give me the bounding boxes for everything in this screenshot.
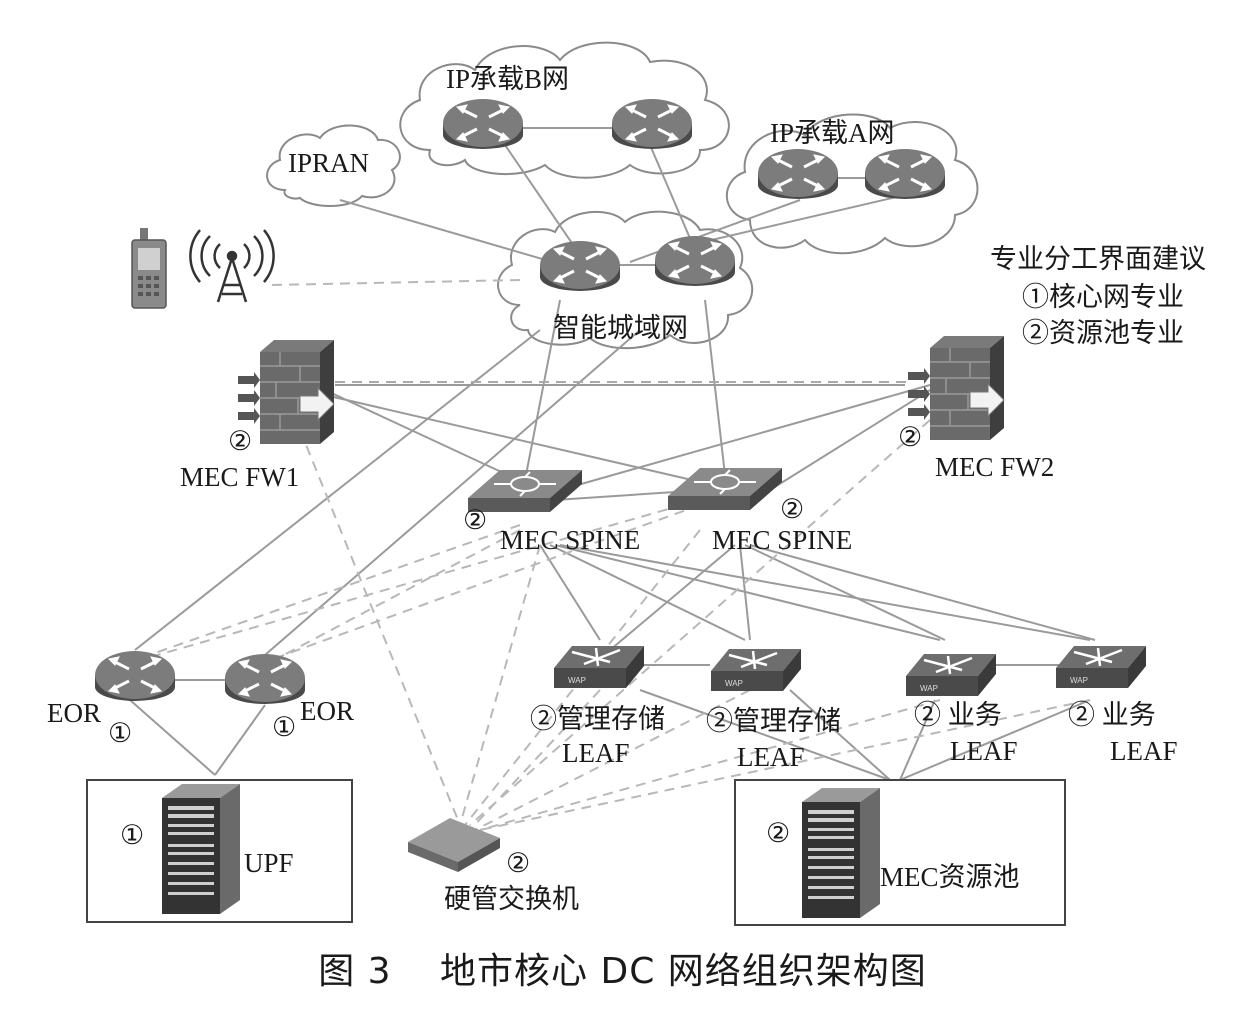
router-metro-1 (538, 239, 622, 293)
cloud-metro (497, 210, 754, 350)
leaf2-label-line1: ②管理存储 (706, 706, 841, 736)
router-ip-a-1 (756, 147, 840, 201)
legend-item-core: ①核心网专业 (1022, 282, 1184, 312)
spine1-mark: ② (463, 505, 488, 535)
mec-pool-server-icon (802, 788, 880, 918)
fw1-label: MEC FW1 (180, 462, 300, 492)
cloud-label-ip-a: IP承载A网 (770, 118, 895, 148)
fw2-mark: ② (898, 422, 923, 452)
upf-mark: ① (120, 820, 145, 850)
leaf-switch-3-icon (904, 652, 998, 698)
leaf3-label-line2: LEAF (950, 736, 1018, 766)
router-ip-a-2 (863, 147, 947, 201)
router-ip-b-2 (610, 97, 694, 151)
phone-icon (131, 228, 167, 309)
figure-title: 地市核心 DC 网络组织架构图 (440, 951, 927, 992)
eor2-label: EOR (300, 696, 354, 726)
leaf1-label-line2: LEAF (562, 738, 630, 768)
cloud-ip-a (725, 113, 979, 255)
figure-number: 图 3 (318, 951, 392, 992)
leaf1-label-line1: ②管理存储 (530, 704, 665, 734)
leaf-switch-4-icon (1054, 644, 1148, 690)
hard-pipe-mark: ② (506, 848, 531, 878)
hard-pipe-label: 硬管交换机 (444, 884, 579, 914)
legend-item-pool: ②资源池专业 (1022, 318, 1184, 348)
spine-switch-2-icon (667, 467, 783, 511)
cloud-label-ipran: IPRAN (288, 148, 370, 178)
cloud-label-metro: 智能城域网 (553, 313, 688, 343)
eor1-label: EOR (47, 698, 101, 728)
pool-label: MEC资源池 (880, 862, 1020, 892)
hard-pipe-switch-icon (408, 818, 500, 872)
leaf2-label-line2: LEAF (737, 742, 805, 772)
figure-caption: 图 3 地市核心 DC 网络组织架构图 (0, 942, 1245, 994)
fw1-mark: ② (228, 426, 253, 456)
router-eor-1 (93, 649, 177, 703)
leaf3-label-line1: ② 业务 (914, 700, 1002, 730)
eor1-mark: ① (108, 718, 133, 748)
spine2-mark: ② (780, 494, 805, 524)
cloud-label-ip-b: IP承载B网 (446, 64, 570, 94)
fw2-label: MEC FW2 (935, 452, 1055, 482)
router-metro-2 (653, 234, 737, 288)
leaf4-label-line1: ② 业务 (1068, 700, 1156, 730)
cloud-ip-b (399, 41, 730, 179)
leaf4-label-line2: LEAF (1110, 736, 1178, 766)
router-ip-b-1 (441, 97, 525, 151)
firewall-fw1-icon (237, 339, 335, 445)
legend-title: 专业分工界面建议 (990, 244, 1206, 274)
upf-label: UPF (244, 848, 294, 878)
upf-server-icon (162, 784, 240, 914)
mec-pool-box (734, 779, 1066, 926)
router-eor-2 (223, 652, 307, 706)
cloud-ipran (266, 124, 401, 207)
pool-mark: ② (766, 818, 791, 848)
spine1-label: MEC SPINE (500, 525, 641, 555)
antenna-tower-icon (189, 229, 275, 303)
eor2-mark: ① (272, 712, 297, 742)
leaf-switch-2-icon (709, 647, 803, 693)
leaf-switch-1-icon (552, 644, 646, 690)
spine2-label: MEC SPINE (712, 525, 853, 555)
